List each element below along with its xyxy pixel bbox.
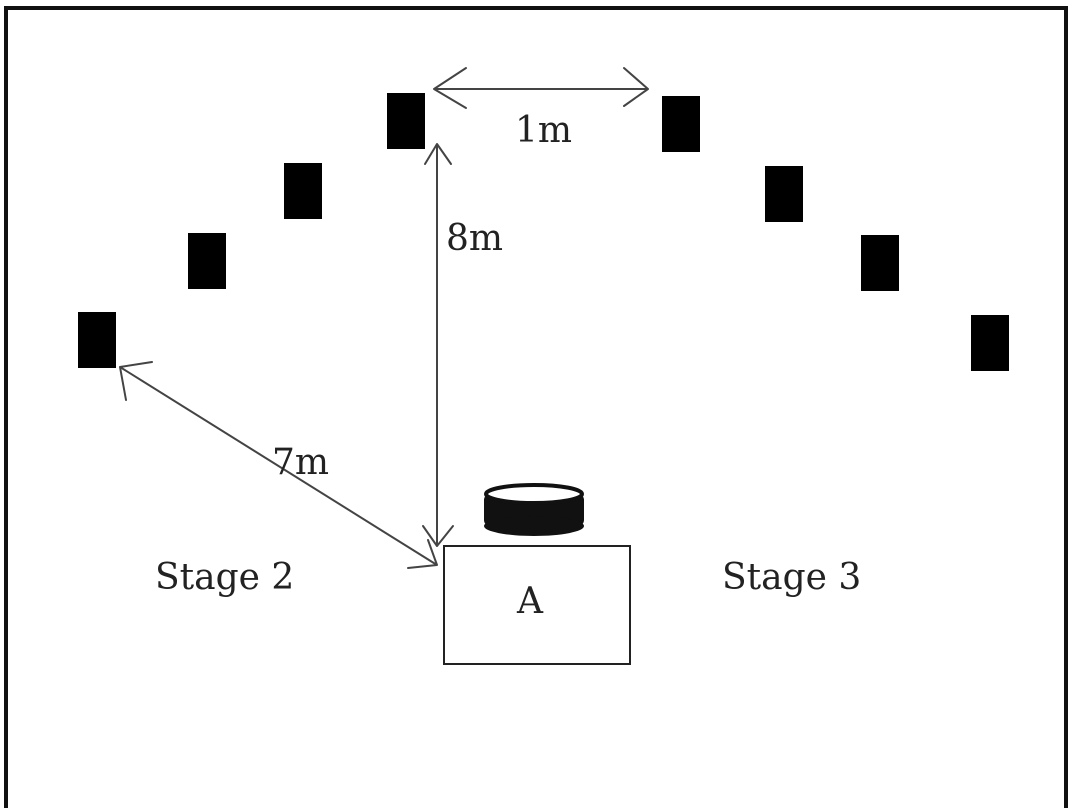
marker-left-1 xyxy=(387,93,425,149)
marker-group xyxy=(78,93,1009,371)
height-dimension-arrow xyxy=(422,143,454,547)
marker-right-4 xyxy=(971,315,1009,371)
frame-border xyxy=(4,6,1068,808)
stage-right-label: Stage 3 xyxy=(722,557,861,598)
marker-right-2 xyxy=(765,166,803,222)
marker-left-4 xyxy=(78,312,116,368)
ring-object xyxy=(484,483,584,536)
diagonal-dimension-label: 7m xyxy=(272,442,329,483)
diagonal-dimension-arrow xyxy=(119,361,438,569)
width-dimension-label: 1m xyxy=(515,110,572,151)
box-a-label: A xyxy=(516,581,544,622)
box-a xyxy=(443,545,631,665)
marker-left-3 xyxy=(188,233,226,289)
width-dimension-arrow xyxy=(433,67,649,109)
marker-right-3 xyxy=(861,235,899,291)
height-dimension-label: 8m xyxy=(446,218,503,259)
marker-right-1 xyxy=(662,96,700,152)
stage-left-label: Stage 2 xyxy=(155,557,294,598)
marker-left-2 xyxy=(284,163,322,219)
